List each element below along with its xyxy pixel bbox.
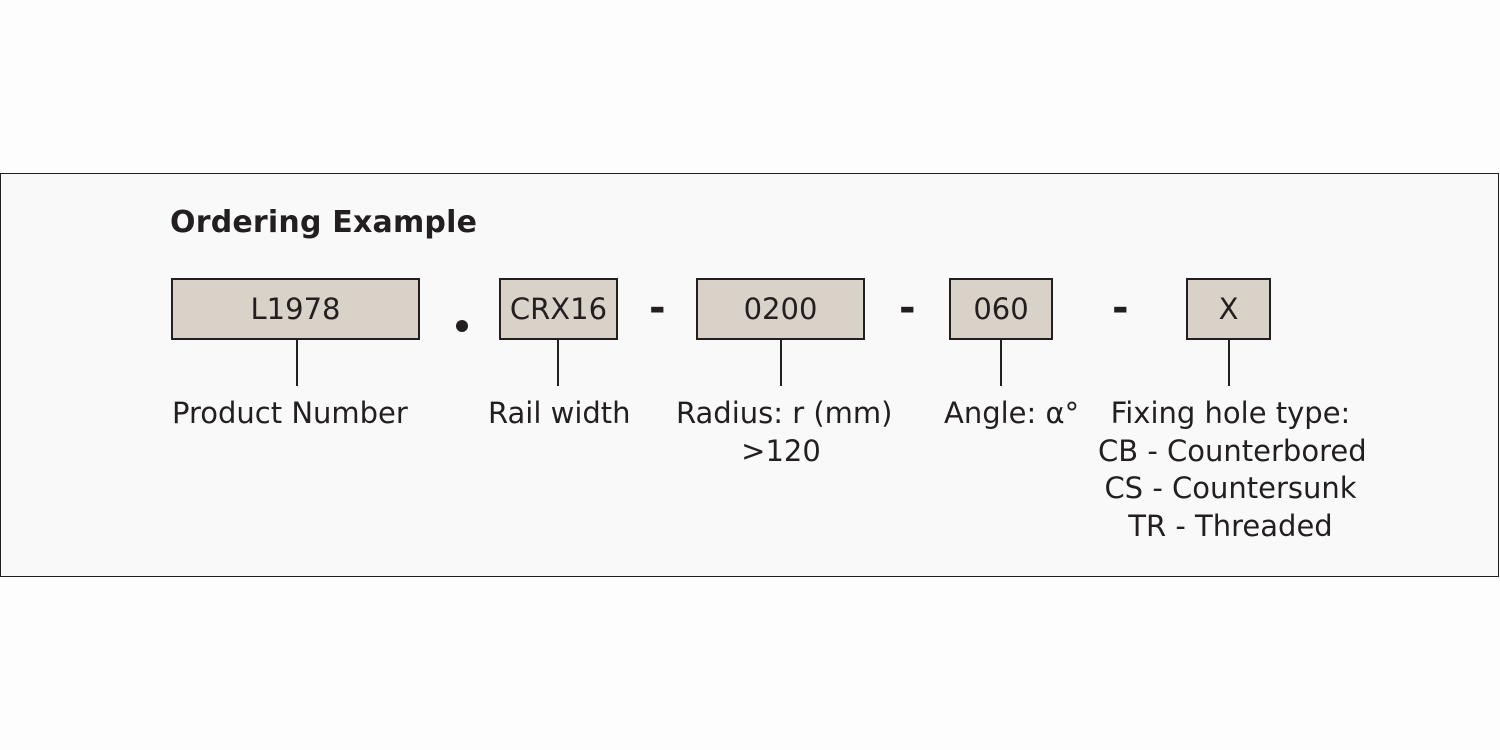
angle-leader [1000,340,1002,386]
diagram-title: Ordering Example [170,205,478,240]
label-line: Angle: α° [944,396,1080,430]
product-number-box: L1978 [171,278,420,340]
dash-separator-3: - [1112,285,1129,331]
fixing-hole-leader [1228,340,1230,386]
label-line: CB - Counterbored [1098,433,1367,468]
rail-width-label: Rail width [488,395,631,433]
label-line: >120 [741,433,821,468]
label-line: Rail width [488,396,631,430]
fixing-hole-label: Fixing hole type: CB - Counterbored CS -… [1098,395,1367,545]
product-number-leader [296,340,298,386]
fixing-hole-box: X [1186,278,1271,340]
label-line: Radius: r (mm) [676,396,893,430]
product-number-label: Product Number [172,395,408,433]
radius-label: Radius: r (mm) >120 [676,395,893,470]
radius-box: 0200 [696,278,865,340]
label-line: Fixing hole type: [1110,396,1351,430]
dash-separator-2: - [899,285,916,331]
dash-separator-1: - [649,285,666,331]
rail-width-box: CRX16 [499,278,618,340]
label-line: Product Number [172,396,408,430]
radius-leader [780,340,782,386]
ordering-example-panel [0,173,1499,577]
angle-box: 060 [949,278,1053,340]
label-line: CS - Countersunk [1104,471,1357,505]
dot-separator [456,320,468,332]
rail-width-leader [557,340,559,386]
angle-label: Angle: α° [944,395,1079,433]
label-line: TR - Threaded [1128,508,1333,543]
